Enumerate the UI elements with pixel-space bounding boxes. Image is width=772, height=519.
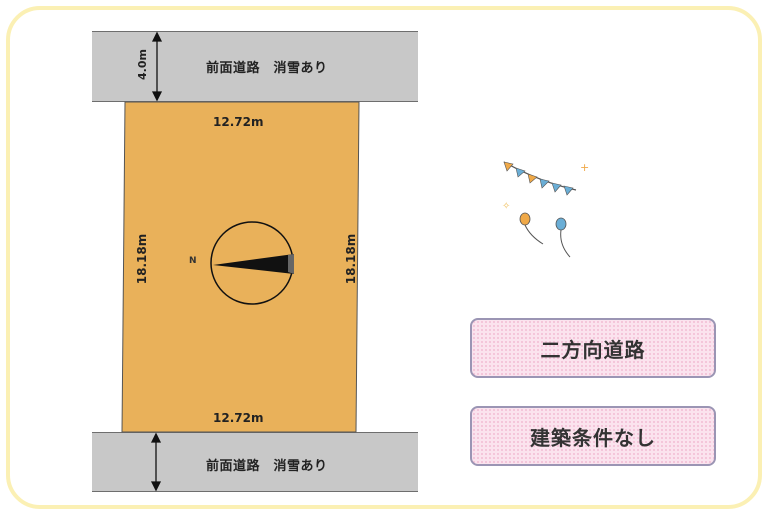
party-bunting-balloons-icon: + ✧ — [502, 161, 589, 258]
two-way-road-tag: 二方向道路 — [470, 318, 716, 378]
front-road-top-label: 前面道路 消雪あり — [206, 61, 328, 76]
road-width-arrow — [151, 31, 163, 102]
no-build-conditions-tag: 建築条件なし — [470, 406, 716, 466]
lot-right-depth: 18.18m — [344, 233, 359, 285]
front-road-bottom-label: 前面道路 消雪あり — [206, 459, 328, 474]
north-compass — [210, 221, 294, 305]
front-road-top: 前面道路 消雪あり — [92, 31, 418, 102]
svg-text:✧: ✧ — [502, 201, 510, 212]
north-label: N — [189, 256, 197, 266]
lot-top-width: 12.72m — [213, 115, 264, 129]
bottom-road-arrow — [150, 432, 162, 492]
svg-text:+: + — [580, 161, 589, 174]
lot-left-depth: 18.18m — [135, 233, 150, 285]
lot-bottom-width: 12.72m — [213, 411, 264, 425]
